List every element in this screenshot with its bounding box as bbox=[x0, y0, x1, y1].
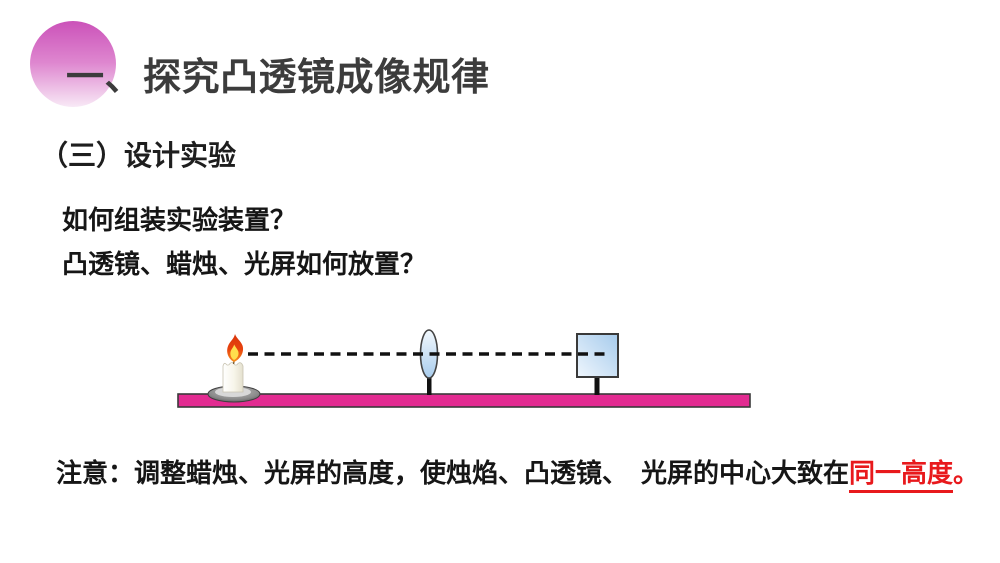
lens-stand bbox=[427, 377, 432, 395]
flame-inner-icon bbox=[230, 344, 239, 360]
screen-stand bbox=[594, 376, 600, 395]
page-title: 一、探究凸透镜成像规律 bbox=[66, 55, 490, 99]
optical-bench bbox=[177, 393, 751, 408]
note-prefix: 注意：调整蜡烛、光屏的高度，使烛焰、凸透镜、 光屏的中心大致在 bbox=[56, 459, 850, 489]
decorative-circle bbox=[30, 21, 116, 107]
candle-icon bbox=[222, 361, 244, 393]
experiment-diagram bbox=[177, 329, 751, 408]
note-period: 。 bbox=[953, 459, 980, 489]
note-highlight: 同一高度 bbox=[849, 459, 954, 493]
question-line-1: 如何组装实验装置？ bbox=[62, 206, 297, 236]
note-text: 注意：调整蜡烛、光屏的高度，使烛焰、凸透镜、 光屏的中心大致在同一高度。 bbox=[56, 458, 980, 493]
question-line-2: 凸透镜、蜡烛、光屏如何放置？ bbox=[62, 250, 427, 280]
section-subtitle: （三）设计实验 bbox=[40, 139, 237, 172]
